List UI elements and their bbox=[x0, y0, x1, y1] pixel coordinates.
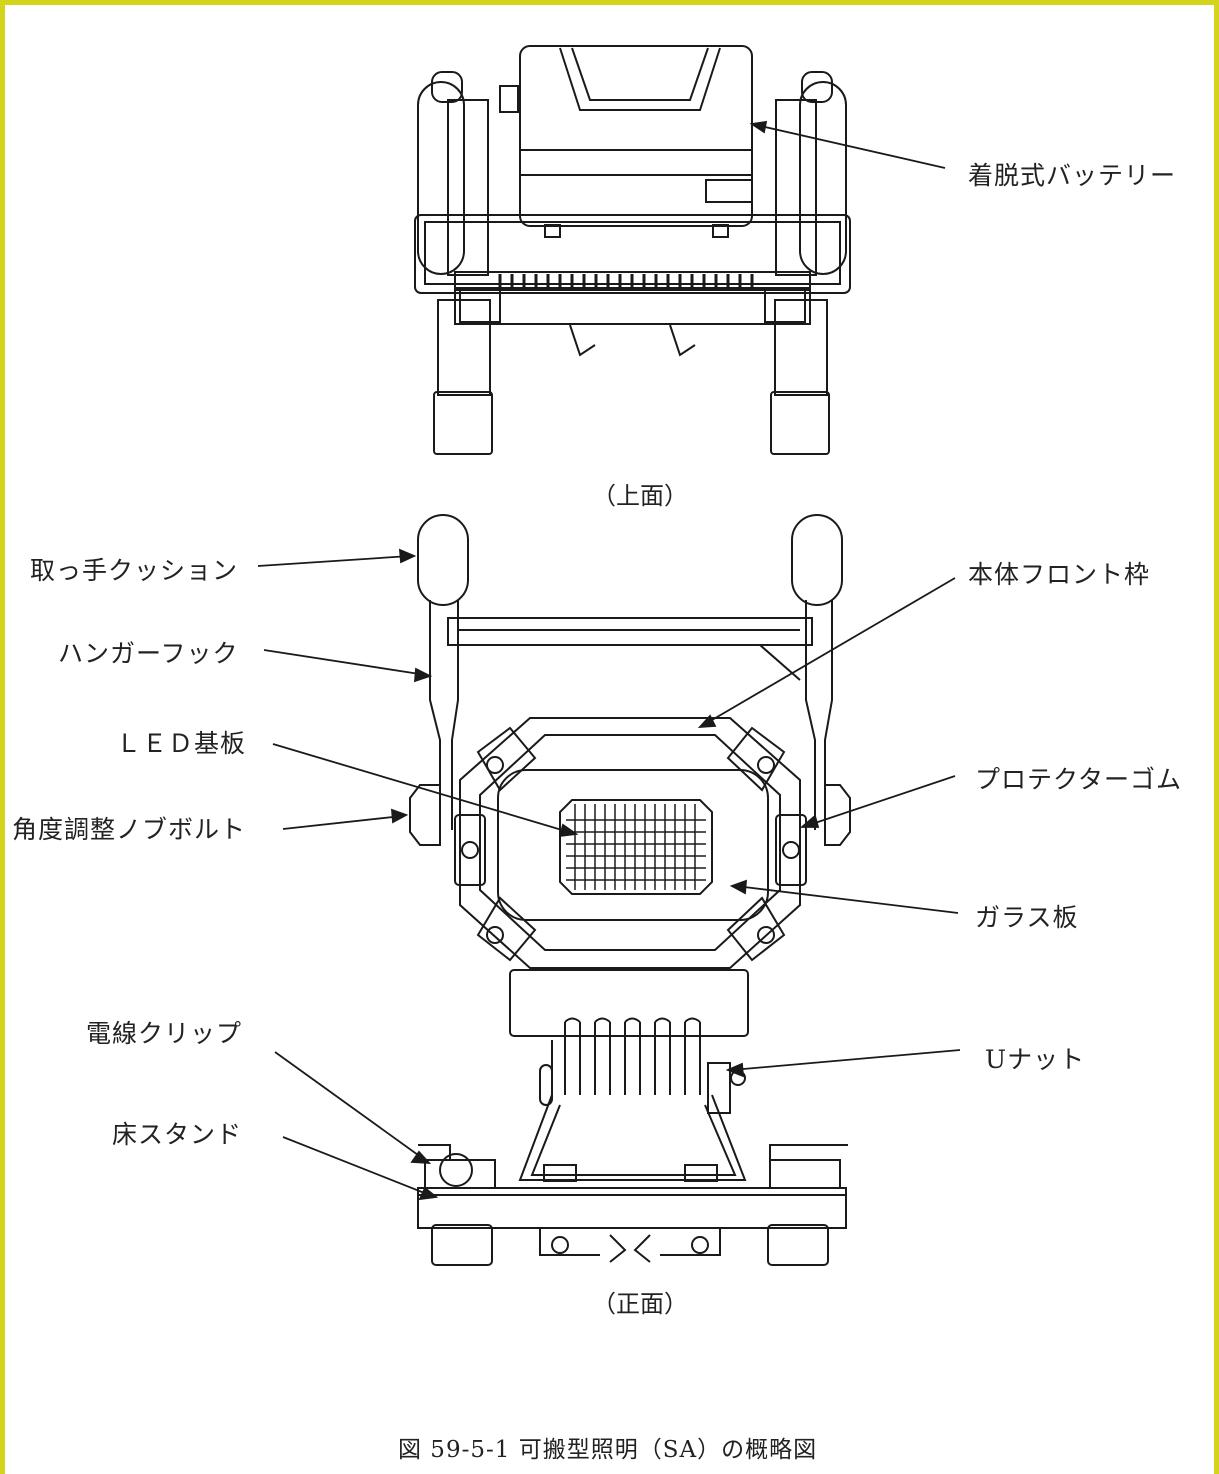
caption-top-view: （上面） bbox=[592, 482, 688, 510]
top-view-drawing bbox=[414, 45, 851, 455]
label-protector-rubber: プロテクターゴム bbox=[975, 765, 1183, 794]
label-u-nut: Uナット bbox=[985, 1045, 1086, 1074]
label-hanger-hook: ハンガーフック bbox=[58, 639, 239, 668]
label-wire-clip: 電線クリップ bbox=[86, 1019, 243, 1048]
figure-caption: 図 59-5-1 可搬型照明（SA）の概略図 bbox=[398, 1437, 818, 1463]
label-handle-cushion: 取っ手クッション bbox=[30, 556, 239, 585]
front-view-drawing bbox=[409, 514, 851, 1266]
label-floor-stand: 床スタンド bbox=[112, 1120, 243, 1149]
caption-front-view: （正面） bbox=[592, 1290, 688, 1318]
leader-lines bbox=[257, 120, 961, 1201]
label-led-board: ＬＥＤ基板 bbox=[116, 729, 247, 758]
label-angle-knob-bolt: 角度調整ノブボルト bbox=[12, 815, 247, 844]
label-body-front-frame: 本体フロント枠 bbox=[968, 560, 1151, 589]
label-glass-plate: ガラス板 bbox=[975, 903, 1079, 932]
label-battery: 着脱式バッテリー bbox=[968, 161, 1177, 190]
